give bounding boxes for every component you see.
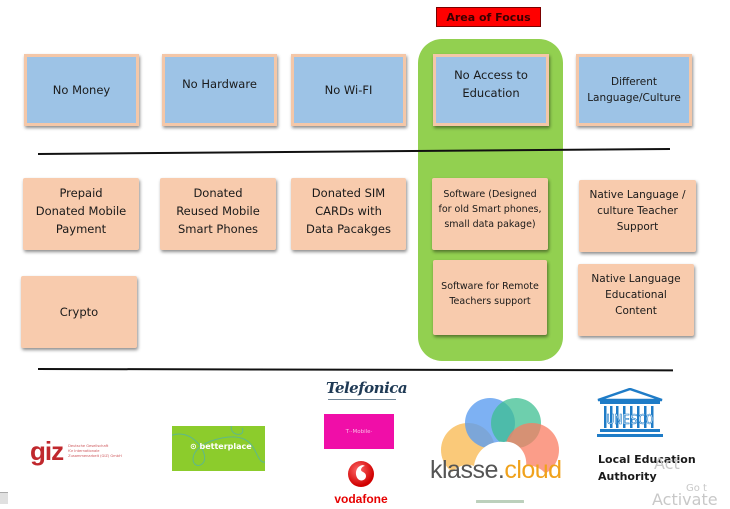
solution-box-prepaid-mobile-payment: Prepaid Donated Mobile Payment [23, 178, 139, 250]
giz-logo-text: Deutsche Gesellschaft für Internationale… [68, 443, 122, 458]
solution-box-native-teacher-support: Native Language / culture Teacher Suppor… [579, 180, 696, 252]
vodafone-speechmark-icon [348, 461, 374, 487]
solution-box-native-educational-content: Native Language Educational Content [578, 264, 694, 336]
problem-box-no-hardware: No Hardware [162, 54, 277, 126]
problem-box-different-language: Different Language/Culture [576, 54, 692, 126]
solution-box-sim-cards: Donated SIM CARDs with Data Pacakges [291, 178, 406, 250]
solution-box-crypto: Crypto [21, 276, 137, 348]
unesco-temple-icon: UNESCO [597, 387, 663, 437]
problem-box-no-wifi: No Wi-FI [291, 54, 406, 126]
telefonica-underline [328, 399, 396, 400]
tmobile-logo: T··Mobile· [324, 414, 394, 449]
giz-logo-mark: giz [30, 436, 64, 466]
vodafone-logo: vodafone [326, 460, 396, 506]
divider-line-top [37, 148, 670, 155]
klasse-cloud-logo-text: klasse.cloud [430, 456, 562, 484]
telefonica-logo: Telefonica [326, 378, 408, 404]
taskbar-fragment [0, 492, 8, 504]
problem-box-no-money: No Money [24, 54, 139, 126]
activation-watermark-line3: Activate [652, 490, 718, 509]
klasse-cloud-logo: klasse.cloud [428, 390, 573, 509]
unesco-logo-text: UNESCO [607, 413, 654, 428]
solution-box-software-old-phones: Software (Designed for old Smart phones,… [432, 178, 548, 250]
activation-watermark-line1: Act [654, 454, 680, 473]
betterplace-logo-text: ⊙ betterplace [190, 442, 252, 451]
solution-box-software-remote-teachers: Software for Remote Teachers support [433, 260, 547, 335]
problem-box-no-access-education: No Access to Education [433, 54, 549, 126]
local-education-authority-label: Local Education Authority [598, 453, 696, 483]
klasse-cloud-icon [438, 398, 563, 509]
activation-watermark-line2: Go t [686, 483, 707, 494]
divider-line-bottom [37, 368, 674, 372]
betterplace-logo: ⊙ betterplace [172, 426, 265, 471]
giz-logo: giz Deutsche Gesellschaft für Internatio… [30, 436, 135, 466]
area-of-focus-label: Area of Focus [436, 7, 541, 27]
betterplace-swirl-icon [172, 426, 265, 466]
telefonica-logo-text: Telefonica [326, 379, 408, 397]
unesco-logo: UNESCO [596, 387, 664, 440]
solution-box-reused-smart-phones: Donated Reused Mobile Smart Phones [160, 178, 276, 250]
vodafone-logo-text: vodafone [334, 492, 388, 506]
